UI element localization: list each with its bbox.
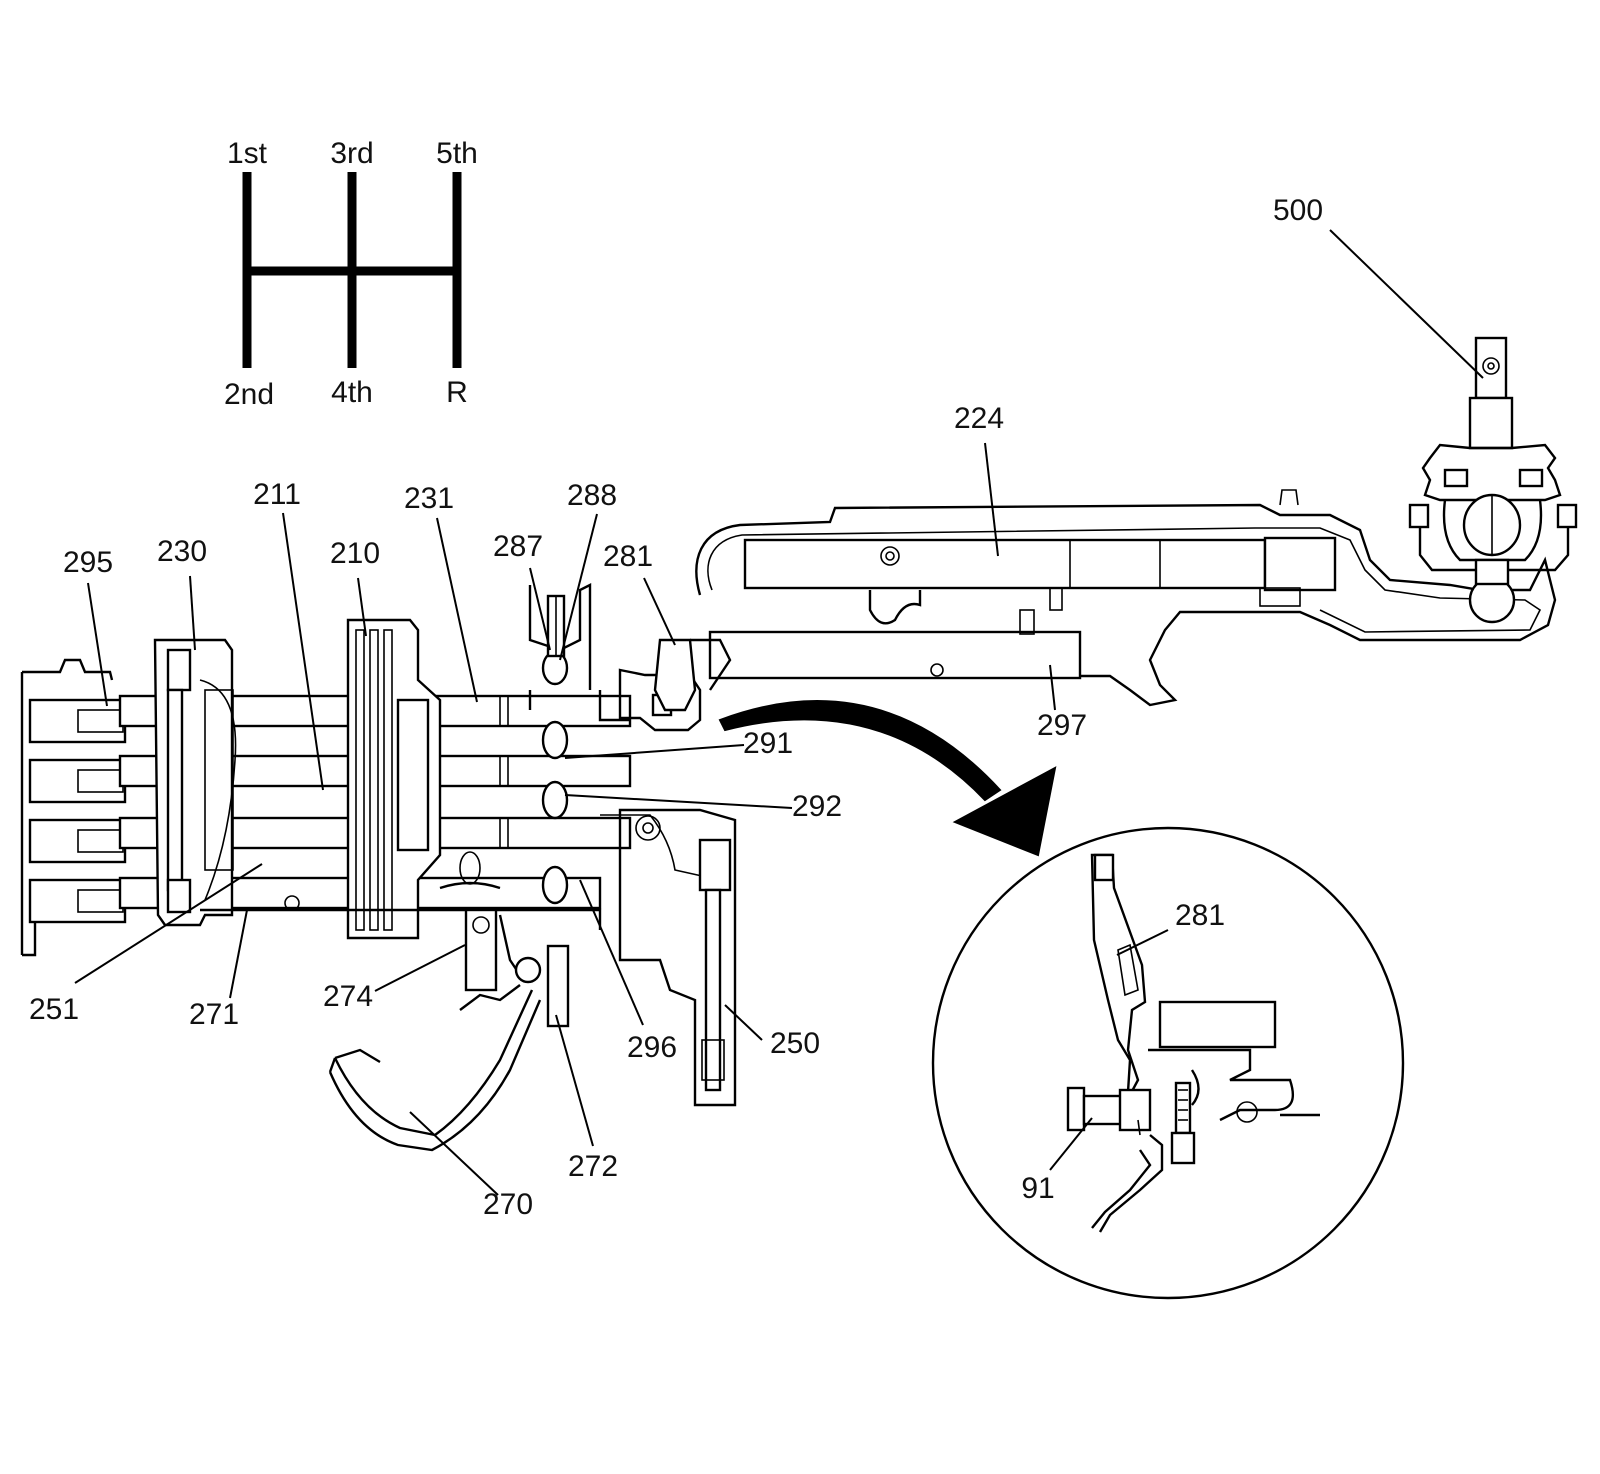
callout-detail-281: 281 <box>1175 899 1225 932</box>
callout-231: 231 <box>404 482 454 515</box>
callout-250: 250 <box>770 1027 820 1060</box>
callout-281: 281 <box>603 540 653 573</box>
gear-2nd-label: 2nd <box>224 378 274 411</box>
shift-pattern: 1st 3rd 5th 2nd 4th R <box>224 137 478 411</box>
callout-295: 295 <box>63 546 113 579</box>
gear-4th-label: 4th <box>331 376 373 409</box>
callout-272: 272 <box>568 1150 618 1183</box>
callout-274: 274 <box>323 980 373 1013</box>
callout-224: 224 <box>954 402 1004 435</box>
callout-296: 296 <box>627 1031 677 1064</box>
callout-210: 210 <box>330 537 380 570</box>
detail-view <box>931 826 1405 1300</box>
callout-288: 288 <box>567 479 617 512</box>
leader-lines <box>74 229 1484 1196</box>
gear-5th-label: 5th <box>436 137 478 170</box>
callout-297: 297 <box>1037 709 1087 742</box>
callout-500: 500 <box>1273 194 1323 227</box>
callout-211: 211 <box>253 478 301 511</box>
gear-3rd-label: 3rd <box>330 137 373 170</box>
gear-r-label: R <box>446 376 468 409</box>
callout-230: 230 <box>157 535 207 568</box>
callout-287: 287 <box>493 530 543 563</box>
callout-270: 270 <box>483 1188 533 1221</box>
shifter-housing <box>695 336 1578 707</box>
detail-arrow <box>718 700 1057 857</box>
callout-labels: 500 224 211 231 288 295 230 210 287 281 … <box>29 194 1323 1221</box>
callout-251: 251 <box>29 993 79 1026</box>
gear-1st-label: 1st <box>227 137 268 170</box>
callout-detail-91: 91 <box>1021 1172 1054 1205</box>
callout-291: 291 <box>743 727 793 760</box>
callout-271: 271 <box>189 998 239 1031</box>
shift-rail-assembly <box>20 583 737 1152</box>
callout-292: 292 <box>792 790 842 823</box>
